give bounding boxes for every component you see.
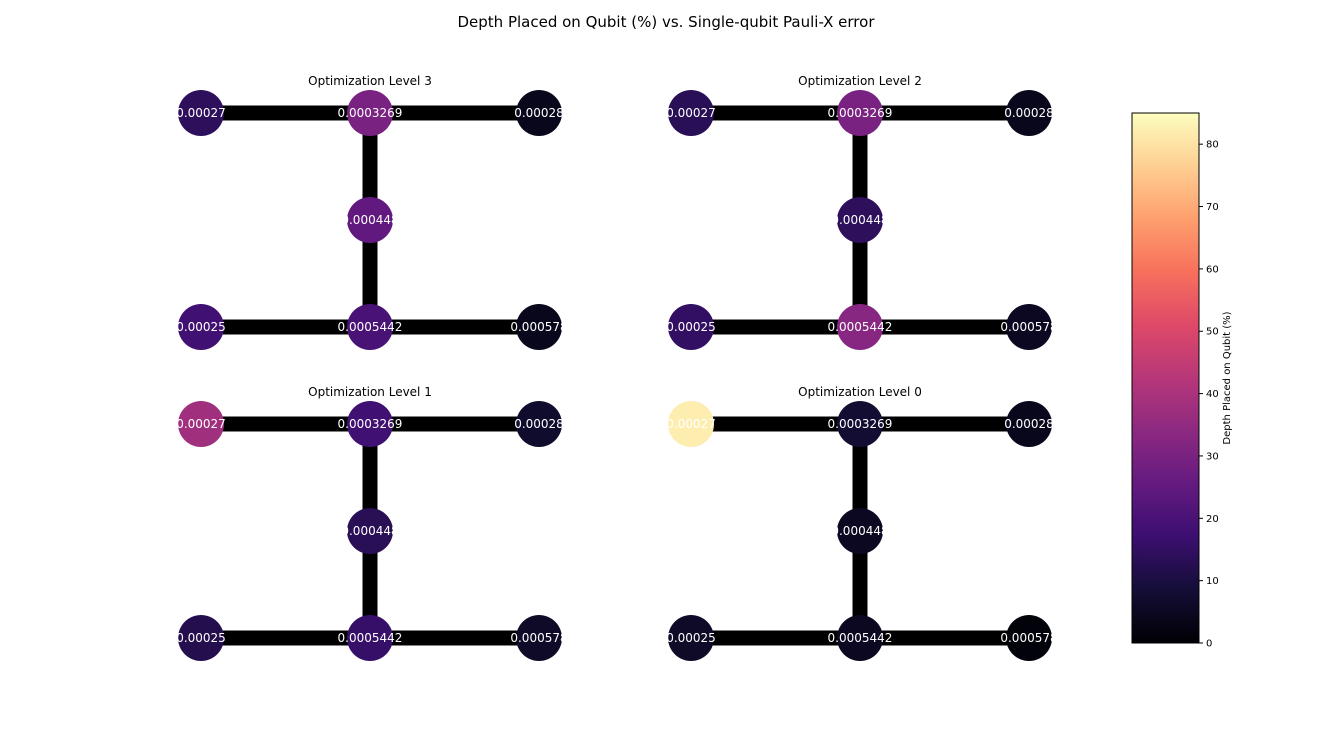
qubit-error-label: 0.00027 bbox=[666, 417, 716, 431]
qubit-error-label: 0.000448 bbox=[341, 213, 398, 227]
qubit-node bbox=[668, 90, 714, 136]
colorbar-tick-label: 20 bbox=[1206, 514, 1219, 525]
qubit-node bbox=[837, 401, 883, 447]
qubit-error-label: 0.000448 bbox=[831, 213, 888, 227]
qubit-node bbox=[1006, 304, 1052, 350]
qubit-error-label: 0.0005442 bbox=[338, 631, 403, 645]
qubit-node bbox=[178, 90, 224, 136]
colorbar-tick-label: 40 bbox=[1206, 389, 1219, 400]
qubit-error-label: 0.000578 bbox=[1000, 631, 1057, 645]
qubit-node bbox=[1006, 615, 1052, 661]
qubit-node bbox=[837, 615, 883, 661]
qubit-node bbox=[837, 304, 883, 350]
qubit-error-label: 0.00027 bbox=[176, 106, 226, 120]
qubit-error-label: 0.000578 bbox=[510, 631, 567, 645]
panel-title: Optimization Level 3 bbox=[308, 74, 432, 88]
panel: Optimization Level 3 0.00027 0.0003269 0.00… bbox=[176, 74, 568, 350]
qubit-node bbox=[178, 401, 224, 447]
qubit-error-label: 0.000448 bbox=[831, 524, 888, 538]
qubit-node bbox=[668, 401, 714, 447]
panel: Optimization Level 2 0.00027 0.0003269 0.00… bbox=[666, 74, 1058, 350]
qubit-error-label: 0.00025 bbox=[176, 320, 226, 334]
qubit-node bbox=[347, 304, 393, 350]
colorbar-tick-label: 60 bbox=[1206, 264, 1219, 275]
colorbar-ticks: 0 10 20 30 40 50 60 70 80 bbox=[1199, 140, 1219, 650]
qubit-error-label: 0.00027 bbox=[176, 417, 226, 431]
colorbar-label: Depth Placed on Qubit (%) bbox=[1222, 311, 1233, 444]
qubit-error-label: 0.00028 bbox=[514, 106, 564, 120]
qubit-node bbox=[178, 615, 224, 661]
qubit-node bbox=[347, 401, 393, 447]
qubit-node bbox=[837, 90, 883, 136]
panel-title: Optimization Level 0 bbox=[798, 385, 922, 399]
qubit-error-label: 0.0003269 bbox=[338, 417, 403, 431]
qubit-node bbox=[1006, 401, 1052, 447]
panel: Optimization Level 0 0.00027 0.0003269 0.00… bbox=[666, 385, 1058, 661]
qubit-node bbox=[668, 615, 714, 661]
qubit-error-label: 0.000578 bbox=[1000, 320, 1057, 334]
qubit-error-label: 0.0005442 bbox=[828, 631, 893, 645]
qubit-error-label: 0.00025 bbox=[666, 631, 716, 645]
qubit-node bbox=[516, 90, 562, 136]
qubit-error-label: 0.00028 bbox=[1004, 417, 1054, 431]
colorbar-tick-label: 10 bbox=[1206, 576, 1219, 587]
qubit-node bbox=[668, 304, 714, 350]
panel: Optimization Level 1 0.00027 0.0003269 0.00… bbox=[176, 385, 568, 661]
qubit-error-label: 0.00025 bbox=[666, 320, 716, 334]
colorbar-tick-label: 80 bbox=[1206, 140, 1219, 151]
qubit-node bbox=[347, 197, 393, 243]
qubit-error-label: 0.00027 bbox=[666, 106, 716, 120]
qubit-node bbox=[178, 304, 224, 350]
qubit-error-label: 0.000448 bbox=[341, 524, 398, 538]
panel-title: Optimization Level 1 bbox=[308, 385, 432, 399]
colorbar-gradient bbox=[1131, 112, 1200, 644]
colorbar: 0 10 20 30 40 50 60 70 80 Depth Placed on Qubit … bbox=[1131, 112, 1233, 650]
qubit-error-label: 0.00028 bbox=[1004, 106, 1054, 120]
colorbar-tick-label: 50 bbox=[1206, 327, 1219, 338]
qubit-error-label: 0.0003269 bbox=[338, 106, 403, 120]
colorbar-tick-label: 70 bbox=[1206, 202, 1219, 213]
qubit-node bbox=[516, 401, 562, 447]
qubit-node bbox=[516, 615, 562, 661]
colorbar-tick-label: 0 bbox=[1206, 639, 1212, 650]
qubit-node bbox=[837, 508, 883, 554]
panel-title: Optimization Level 2 bbox=[798, 74, 922, 88]
figure-title: Depth Placed on Qubit (%) vs. Single-qub… bbox=[457, 13, 875, 31]
qubit-node bbox=[837, 197, 883, 243]
qubit-error-label: 0.0005442 bbox=[828, 320, 893, 334]
qubit-node bbox=[516, 304, 562, 350]
qubit-error-label: 0.0005442 bbox=[338, 320, 403, 334]
qubit-node bbox=[347, 90, 393, 136]
qubit-node bbox=[347, 615, 393, 661]
qubit-error-label: 0.00028 bbox=[514, 417, 564, 431]
qubit-error-label: 0.0003269 bbox=[828, 106, 893, 120]
qubit-error-label: 0.000578 bbox=[510, 320, 567, 334]
qubit-error-label: 0.00025 bbox=[176, 631, 226, 645]
colorbar-tick-label: 30 bbox=[1206, 451, 1219, 462]
panels: Optimization Level 3 0.00027 0.0003269 0.00… bbox=[176, 74, 1058, 661]
qubit-node bbox=[1006, 90, 1052, 136]
qubit-node bbox=[347, 508, 393, 554]
qubit-error-label: 0.0003269 bbox=[828, 417, 893, 431]
